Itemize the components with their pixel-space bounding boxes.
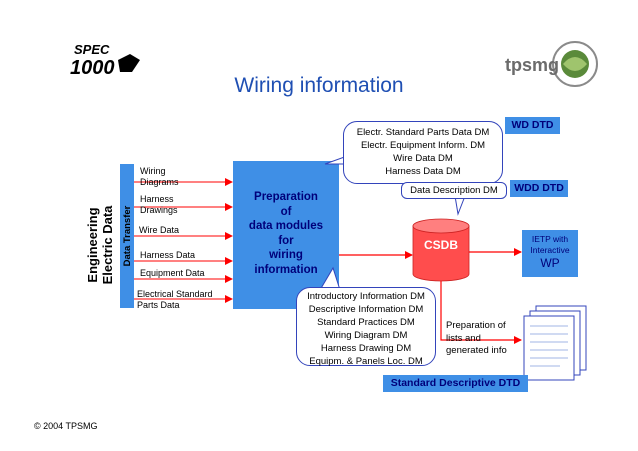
csdb-top: [412, 218, 470, 234]
bottom-callout: Introductory Information DM Descriptive …: [296, 287, 436, 367]
prep-lists-text: Preparation of lists and generated info: [446, 320, 507, 356]
input-label-harness-data: Harness Data: [140, 250, 196, 260]
csdb-label: CSDB: [423, 238, 458, 252]
data-transfer-bar: [120, 164, 134, 308]
doc-sheet-1: [523, 315, 575, 381]
data-transfer-label: Data Transfer: [122, 205, 133, 266]
input-label-equipment-data: Equipment Data: [140, 268, 205, 278]
svg-text:1000: 1000: [70, 57, 115, 79]
copyright: © 2004 TPSMG: [34, 421, 98, 431]
std-dtd-tag: Standard Descriptive DTD: [383, 375, 528, 392]
wdd-dtd-tag: WDD DTD: [510, 180, 568, 197]
doc-lines: [530, 325, 568, 367]
svg-text:tpsmg: tpsmg: [505, 55, 559, 75]
side-label-line1: Engineering: [85, 207, 100, 282]
ietp-text: IETP with Interactive WP: [530, 234, 570, 270]
wdd-callout: Data Description DM: [401, 182, 507, 199]
csdb-cylinder: [412, 225, 470, 282]
svg-text:SPEC: SPEC: [74, 42, 110, 57]
page-title: Wiring information: [234, 74, 404, 97]
arrow-csdb-to-lists: [440, 281, 522, 344]
wd-dtd-tag: WD DTD: [505, 117, 560, 134]
input-label-wire-data: Wire Data: [139, 225, 180, 235]
tpsmg-logo: tpsmg: [505, 41, 598, 87]
top-callout: Electr. Standard Parts Data DM Electr. E…: [343, 121, 503, 184]
spec-1000d-logo: SPEC 1000: [70, 42, 140, 79]
preparation-text: Preparation of data modules for wiring i…: [248, 191, 324, 276]
ietp-box: [522, 230, 578, 277]
side-label-line2: Electric Data: [100, 205, 115, 285]
preparation-box: [233, 161, 339, 309]
